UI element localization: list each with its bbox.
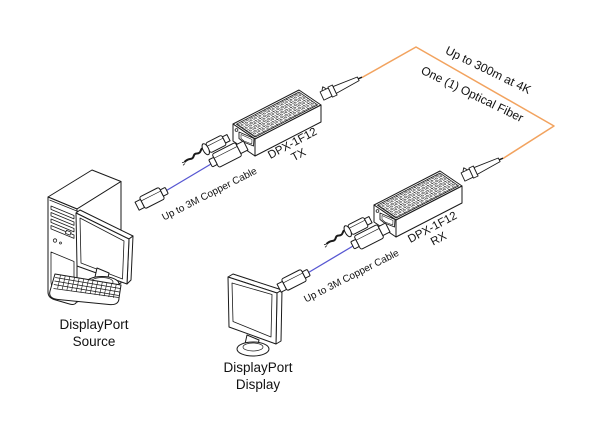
- source-label: DisplayPort Source: [59, 317, 129, 349]
- power-button: [52, 238, 58, 243]
- display-monitor-illustration: [227, 273, 283, 357]
- source-computer-illustration: [47, 169, 134, 306]
- keyboard-keys: [53, 274, 121, 298]
- drive-bays: [50, 205, 75, 239]
- display-label: DisplayPort Display: [223, 360, 293, 392]
- source-monitor: [75, 209, 134, 292]
- optical-fiber-line: [361, 46, 555, 160]
- source-monitor-screen: [79, 217, 125, 280]
- display-monitor-screen: [231, 282, 273, 338]
- keyboard: [49, 273, 122, 306]
